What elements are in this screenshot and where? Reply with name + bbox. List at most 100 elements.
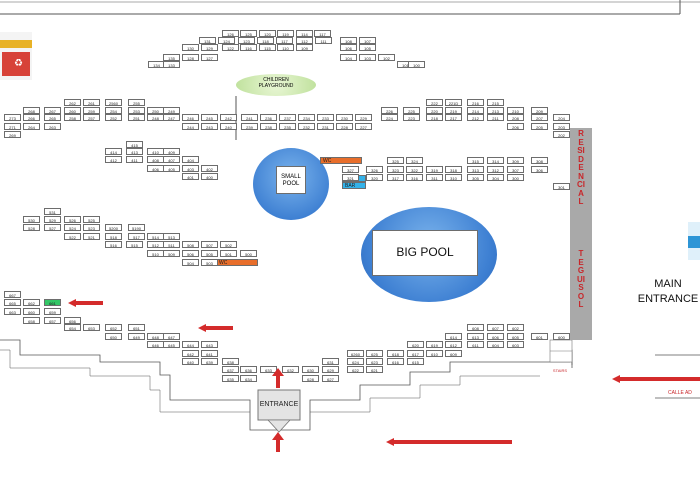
unit-245: 245: [201, 114, 218, 121]
unit-222: 222: [426, 99, 443, 106]
unit-257: 257: [83, 114, 100, 121]
unit-616: 616: [387, 358, 404, 365]
unit-103: 103: [359, 54, 376, 61]
unit-267: 267: [44, 107, 61, 114]
unit-524: 524: [64, 224, 81, 231]
unit-100: 100: [408, 61, 425, 68]
unit-504: 504: [182, 259, 199, 266]
unit-119: 119: [277, 30, 294, 37]
main-entrance-label: MAIN ENTRANCE: [637, 278, 699, 305]
unit-252: 252: [105, 114, 122, 121]
unit-658: 658: [23, 317, 40, 324]
unit-247: 247: [163, 114, 180, 121]
unit-663: 663: [4, 308, 21, 315]
unit-411: 411: [126, 156, 143, 163]
unit-630: 630: [302, 366, 319, 373]
unit-238: 238: [260, 123, 277, 130]
unit-312: 312: [487, 166, 504, 173]
unit-622: 622: [347, 366, 364, 373]
unit-118: 118: [257, 37, 274, 44]
unit-250: 250: [147, 107, 164, 114]
unit-313: 313: [467, 166, 484, 173]
unit-406: 406: [147, 165, 164, 172]
unit-235: 235: [279, 123, 296, 130]
pool-bar-bar-label: BAR: [342, 182, 366, 189]
big-pool-label: BIG POOL: [396, 245, 454, 259]
unit-516: 516: [105, 241, 122, 248]
arrow-left-1: [68, 299, 103, 307]
unit-415: 415: [126, 141, 143, 148]
unit-228: 228: [336, 123, 353, 130]
wc-label-top: WC: [320, 157, 362, 164]
unit-617: 617: [407, 350, 424, 357]
unit-128: 128: [182, 54, 199, 61]
unit-623: 623: [366, 358, 383, 365]
unit-104: 104: [340, 54, 357, 61]
unit-636: 636: [240, 366, 257, 373]
unit-603: 603: [507, 341, 524, 348]
unit-649: 649: [128, 333, 145, 340]
unit-306: 306: [531, 166, 548, 173]
unit-600: 600: [553, 333, 570, 340]
reception-icon: [688, 222, 700, 260]
unit-413: 413: [126, 148, 143, 155]
calle-label: CALLE AD: [668, 390, 692, 396]
unit-213: 213: [487, 107, 504, 114]
unit-106: 106: [340, 44, 357, 51]
unit-400: 400: [201, 173, 218, 180]
unit-211: 211: [487, 114, 504, 121]
unit-654: 654: [64, 324, 81, 331]
unit-528: 528: [23, 224, 40, 231]
unit-117: 117: [276, 37, 293, 44]
unit-122: 122: [222, 44, 239, 51]
unit-203: 203: [553, 123, 570, 130]
unit-647: 647: [163, 333, 180, 340]
unit-232: 232: [298, 123, 315, 130]
unit-322: 322: [406, 166, 423, 173]
big-pool-label-box: [372, 230, 478, 276]
unit-304: 304: [487, 174, 504, 181]
unit-665: 665: [4, 299, 21, 306]
unit-231: 231: [317, 123, 334, 130]
unit-505: 505: [201, 250, 218, 257]
unit-527: 527: [44, 224, 61, 231]
unit-258: 258: [64, 114, 81, 121]
unit-629: 629: [322, 366, 339, 373]
unit-601: 601: [531, 333, 548, 340]
unit-116: 116: [240, 44, 257, 51]
unit-316: 316: [406, 174, 423, 181]
unit-230: 230: [336, 114, 353, 121]
unit-646: 646: [147, 341, 164, 348]
unit-310: 310: [445, 174, 462, 181]
unit-404: 404: [182, 156, 199, 163]
unit-502: 502: [220, 241, 237, 248]
unit-221D: 221D: [445, 99, 462, 106]
unit-225: 225: [403, 107, 420, 114]
residencial-teguisol-band: [570, 128, 592, 340]
unit-117: 117: [314, 30, 331, 37]
unit-107: 107: [359, 37, 376, 44]
unit-227: 227: [355, 123, 372, 130]
unit-522: 522: [64, 233, 81, 240]
unit-410: 410: [147, 148, 164, 155]
unit-114: 114: [296, 30, 313, 37]
unit-214: 214: [467, 107, 484, 114]
unit-208: 208: [507, 114, 524, 121]
unit-108: 108: [340, 37, 357, 44]
unit-135: 135: [163, 54, 180, 61]
unit-243: 243: [201, 123, 218, 130]
unit-409: 409: [163, 148, 180, 155]
unit-612: 612: [445, 341, 462, 348]
unit-261: 261: [83, 99, 100, 106]
unit-2560: 2560: [105, 99, 122, 106]
unit-405: 405: [163, 165, 180, 172]
unit-512: 512: [147, 241, 164, 248]
unit-233: 233: [317, 114, 334, 121]
unit-609: 609: [445, 350, 462, 357]
unit-215: 215: [487, 99, 504, 106]
unit-124: 124: [218, 37, 235, 44]
unit-642: 642: [182, 350, 199, 357]
unit-530: 530: [23, 216, 40, 223]
unit-321: 321: [342, 174, 359, 181]
